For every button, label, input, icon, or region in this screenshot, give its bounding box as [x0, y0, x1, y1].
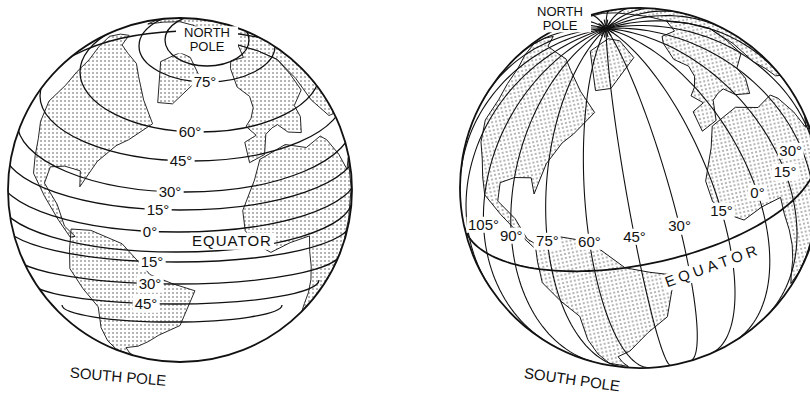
pole-label: NORTH POLE: [529, 5, 591, 32]
meridian-line: [606, 13, 751, 361]
continent: [243, 136, 351, 311]
latitude-label: 30°: [157, 184, 184, 201]
latitude-globe: [0, 10, 356, 362]
meridian-line: [434, 28, 633, 189]
pole-circle: [165, 14, 249, 66]
meridian-line: [546, 28, 677, 374]
latitude-label: 45°: [168, 153, 195, 170]
globe-disc: [8, 18, 352, 362]
longitude-label: 0°: [748, 184, 766, 201]
continent: [34, 34, 153, 237]
latitude-label: 75°: [192, 74, 219, 91]
parallel-line: [0, 200, 352, 252]
latitude-label: 0°: [141, 224, 159, 241]
latitude-label: 30°: [137, 276, 164, 293]
parallel-line: [4, 150, 356, 210]
pole-label: NORTH POLE: [176, 26, 238, 53]
continent: [533, 213, 691, 380]
meridian-line: [505, 28, 676, 378]
meridian-line: [447, 28, 668, 352]
parallel-line: [0, 176, 356, 232]
longitude-label: 75°: [534, 233, 561, 250]
longitude-label: 30°: [666, 218, 693, 235]
pole-star: [607, 23, 614, 27]
pole-star: [597, 29, 604, 30]
meridian-line: [471, 28, 673, 373]
longitude-label: 45°: [621, 228, 648, 245]
latitude-label: 60°: [177, 124, 204, 141]
meridian-line: [591, 28, 678, 367]
meridian-line: [606, 0, 810, 224]
longitude-globe: [427, 0, 810, 401]
parallel-line: [29, 280, 319, 304]
pole-star: [606, 30, 607, 37]
parallel-line: [17, 122, 353, 192]
globe-surface: [0, 10, 356, 356]
pole-star: [598, 30, 605, 34]
globe-outline: [8, 18, 352, 362]
meridian-line: [606, 0, 810, 303]
latitude-label: 15°: [145, 202, 172, 219]
globe-outline: [427, 0, 810, 401]
latitude-label: 45°: [133, 296, 160, 313]
pole-star: [601, 20, 605, 27]
globe-disc: [427, 0, 810, 401]
equator-label: EQUATOR: [190, 233, 274, 250]
pole-star: [604, 20, 605, 27]
latitude-label: 15°: [139, 254, 166, 271]
pole-star: [607, 30, 611, 37]
longitude-label: 15°: [772, 164, 799, 181]
pole-label: SOUTH POLE: [67, 364, 169, 389]
parallel-line: [3, 222, 351, 262]
parallel-line: [62, 305, 282, 322]
longitude-label: 15°: [708, 203, 735, 220]
parallel-line: [11, 252, 341, 284]
longitude-label: 30°: [777, 142, 804, 159]
pole-label: SOUTH POLE: [521, 365, 623, 395]
longitude-label: 105°: [466, 216, 501, 233]
longitude-label: 60°: [576, 234, 603, 251]
meridian-line: [606, 22, 708, 364]
globe-surface: [427, 0, 810, 401]
meridian-line: [472, 26, 615, 101]
equator-label: EQUATOR: [661, 241, 765, 292]
longitude-label: 90°: [498, 227, 525, 244]
equator-line: [464, 151, 810, 300]
